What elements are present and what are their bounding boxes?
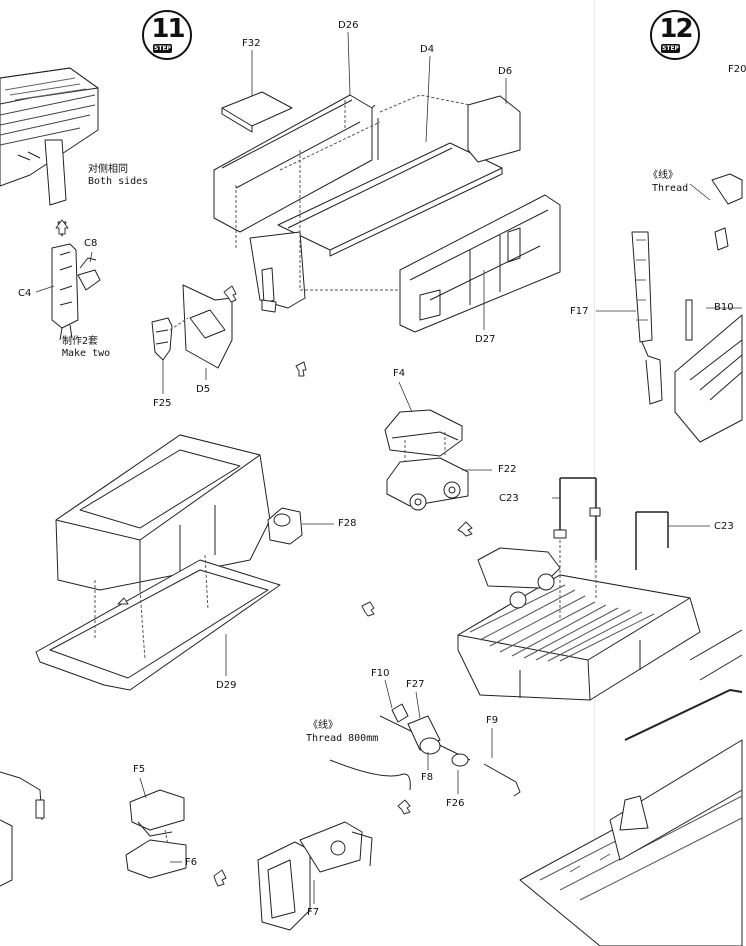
label-f10: F10 — [371, 668, 390, 679]
label-f4: F4 — [393, 368, 406, 379]
note-thread-center-en: Thread 800mm — [306, 733, 379, 744]
label-f22: F22 — [498, 464, 517, 475]
step-11-badge: 11 STEP — [142, 10, 194, 62]
label-f6: F6 — [185, 857, 198, 868]
page-fold — [594, 0, 595, 946]
hull-step12 — [457, 477, 701, 701]
part-c4-assembly — [51, 243, 101, 341]
bottom-left-partial — [0, 771, 45, 887]
part-f4-f22 — [384, 409, 469, 511]
part-f17-b10 — [631, 173, 743, 443]
label-f20: F20 — [728, 64, 746, 75]
label-f25: F25 — [153, 398, 172, 409]
label-c23-right: C23 — [714, 521, 734, 532]
part-d5-f25 — [151, 284, 233, 369]
engine-deck-topleft — [0, 67, 99, 237]
label-d6: D6 — [498, 66, 513, 77]
note-thread-center-cn: 《线》 — [308, 720, 338, 731]
step-word: STEP — [661, 44, 680, 53]
label-d29: D29 — [216, 680, 237, 691]
part-f7 — [257, 821, 373, 931]
label-d27: D27 — [475, 334, 496, 345]
label-f9: F9 — [486, 715, 499, 726]
note-both-sides-en: Both sides — [88, 176, 149, 187]
part-shaft-assembly — [329, 703, 521, 797]
label-f26: F26 — [446, 798, 465, 809]
label-c4: C4 — [18, 288, 32, 299]
label-f17: F17 — [570, 306, 589, 317]
label-d4: D4 — [420, 44, 435, 55]
note-thread-right-cn: 《线》 — [648, 170, 678, 181]
part-f5-f6 — [125, 789, 187, 879]
label-c8: C8 — [84, 238, 98, 249]
hull-box-exploded — [213, 91, 561, 333]
label-f32: F32 — [242, 38, 261, 49]
label-b10: B10 — [714, 302, 734, 313]
label-f8: F8 — [421, 772, 434, 783]
note-make-two-en: Make two — [62, 348, 111, 359]
label-d5: D5 — [196, 384, 211, 395]
label-d26: D26 — [338, 20, 359, 31]
leader-lines — [35, 31, 742, 904]
direction-arrows — [55, 219, 473, 887]
hull-main-assembly — [35, 434, 303, 691]
note-both-sides-cn: 对侧相同 — [88, 164, 128, 175]
note-thread-right-en: Thread — [652, 183, 689, 194]
label-f28: F28 — [338, 518, 357, 529]
completed-vehicle-base — [519, 629, 743, 946]
note-make-two-cn: 制作2套 — [62, 336, 99, 347]
label-c23-left: C23 — [499, 493, 519, 504]
step-number: 12 — [659, 14, 693, 44]
label-f7: F7 — [307, 907, 320, 918]
step-word: STEP — [153, 44, 172, 53]
step-number: 11 — [151, 14, 185, 44]
label-f5: F5 — [133, 764, 146, 775]
label-f27: F27 — [406, 679, 425, 690]
step-12-badge: 12 STEP — [650, 10, 702, 62]
